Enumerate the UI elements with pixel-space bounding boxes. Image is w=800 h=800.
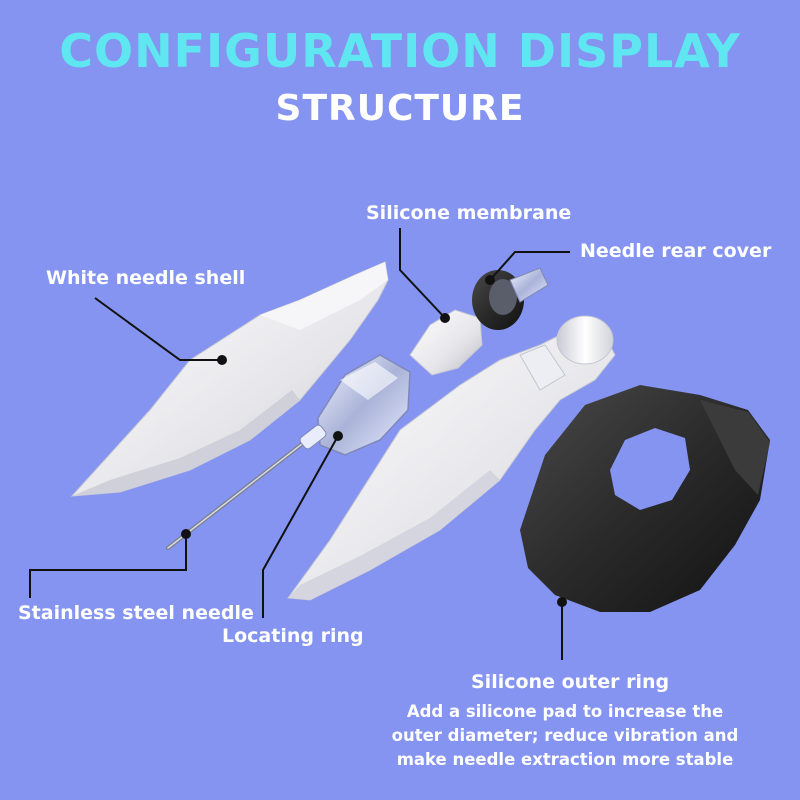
label-locating-ring: Locating ring — [222, 625, 364, 647]
description-line-2: outer diameter; reduce vibration and — [391, 726, 739, 745]
page-title: CONFIGURATION DISPLAY — [59, 24, 741, 78]
label-white-needle-shell: White needle shell — [46, 267, 246, 289]
page-subtitle: STRUCTURE — [275, 88, 525, 129]
white-needle-shell — [70, 261, 389, 497]
description-line-3: make needle extraction more stable — [396, 750, 734, 769]
needle-rear-cover — [472, 267, 549, 330]
locating-ring — [299, 354, 411, 456]
label-stainless-steel-needle: Stainless steel needle — [18, 602, 254, 624]
description-line-1: Add a silicone pad to increase the — [406, 702, 724, 721]
label-needle-rear-cover: Needle rear cover — [580, 240, 772, 262]
leader-lines — [29, 228, 570, 660]
silicone-membrane — [409, 309, 483, 376]
label-silicone-membrane: Silicone membrane — [366, 202, 572, 224]
label-silicone-outer-ring: Silicone outer ring — [471, 671, 670, 693]
outer-ring-description: Add a silicone pad to increase the outer… — [380, 700, 750, 772]
cartridge-body — [287, 315, 616, 601]
stainless-steel-needle — [166, 428, 322, 550]
silicone-outer-ring — [520, 385, 770, 612]
